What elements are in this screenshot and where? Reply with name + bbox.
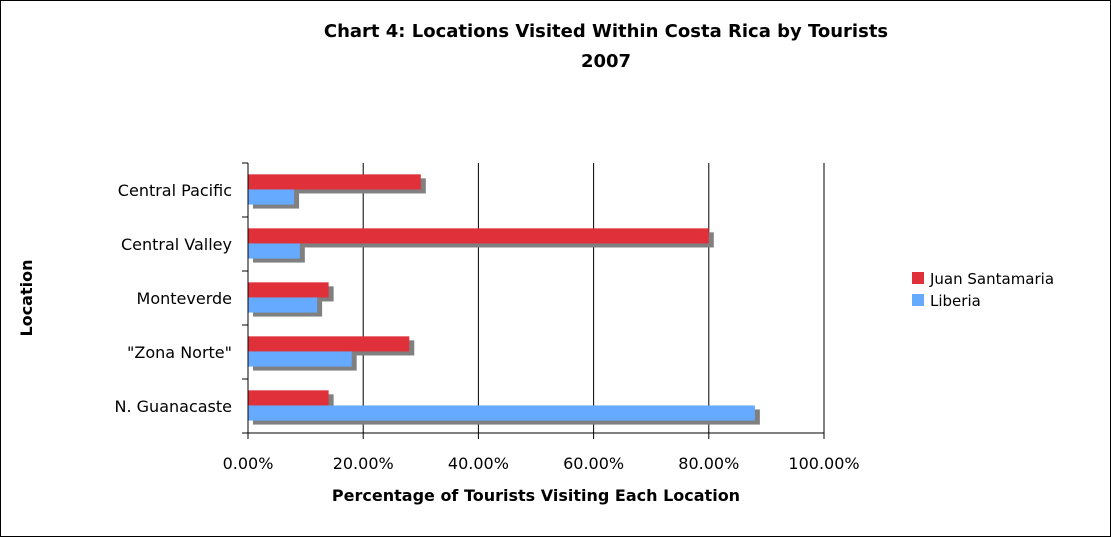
bar-juan-santamaria — [248, 336, 410, 352]
bars — [248, 174, 760, 425]
bar-liberia — [248, 189, 295, 205]
bar-liberia — [248, 243, 300, 259]
axes — [242, 162, 825, 439]
y-tick-label: N. Guanacaste — [115, 397, 232, 416]
legend-label: Liberia — [930, 292, 981, 310]
chart-title-line-1: Chart 4: Locations Visited Within Costa … — [324, 21, 888, 42]
bar-juan-santamaria — [248, 390, 329, 406]
legend-label: Juan Santamaria — [929, 270, 1054, 288]
chart-title: Chart 4: Locations Visited Within Costa … — [324, 21, 888, 72]
chart-title-line-2: 2007 — [581, 51, 631, 72]
bar-liberia — [248, 351, 352, 367]
x-axis-title: Percentage of Tourists Visiting Each Loc… — [332, 486, 740, 505]
x-tick-label: 20.00% — [333, 454, 394, 473]
y-axis-title: Location — [17, 260, 36, 337]
gridlines — [362, 163, 825, 433]
y-tick-label: "Zona Norte" — [127, 343, 232, 362]
x-tick-label: 60.00% — [563, 454, 624, 473]
legend-swatch — [912, 272, 924, 284]
legend-swatch — [912, 294, 924, 306]
x-tick-label: 80.00% — [678, 454, 739, 473]
bar-juan-santamaria — [248, 228, 709, 244]
bar-liberia — [248, 297, 318, 313]
x-tick-label: 100.00% — [788, 454, 859, 473]
y-tick-label: Central Valley — [121, 235, 232, 254]
bar-juan-santamaria — [248, 174, 421, 190]
x-tick-label: 0.00% — [223, 454, 274, 473]
y-tick-label: Monteverde — [137, 289, 232, 308]
bar-liberia — [248, 405, 755, 421]
bar-juan-santamaria — [248, 282, 329, 298]
y-tick-label: Central Pacific — [118, 181, 232, 200]
x-tick-label: 40.00% — [448, 454, 509, 473]
